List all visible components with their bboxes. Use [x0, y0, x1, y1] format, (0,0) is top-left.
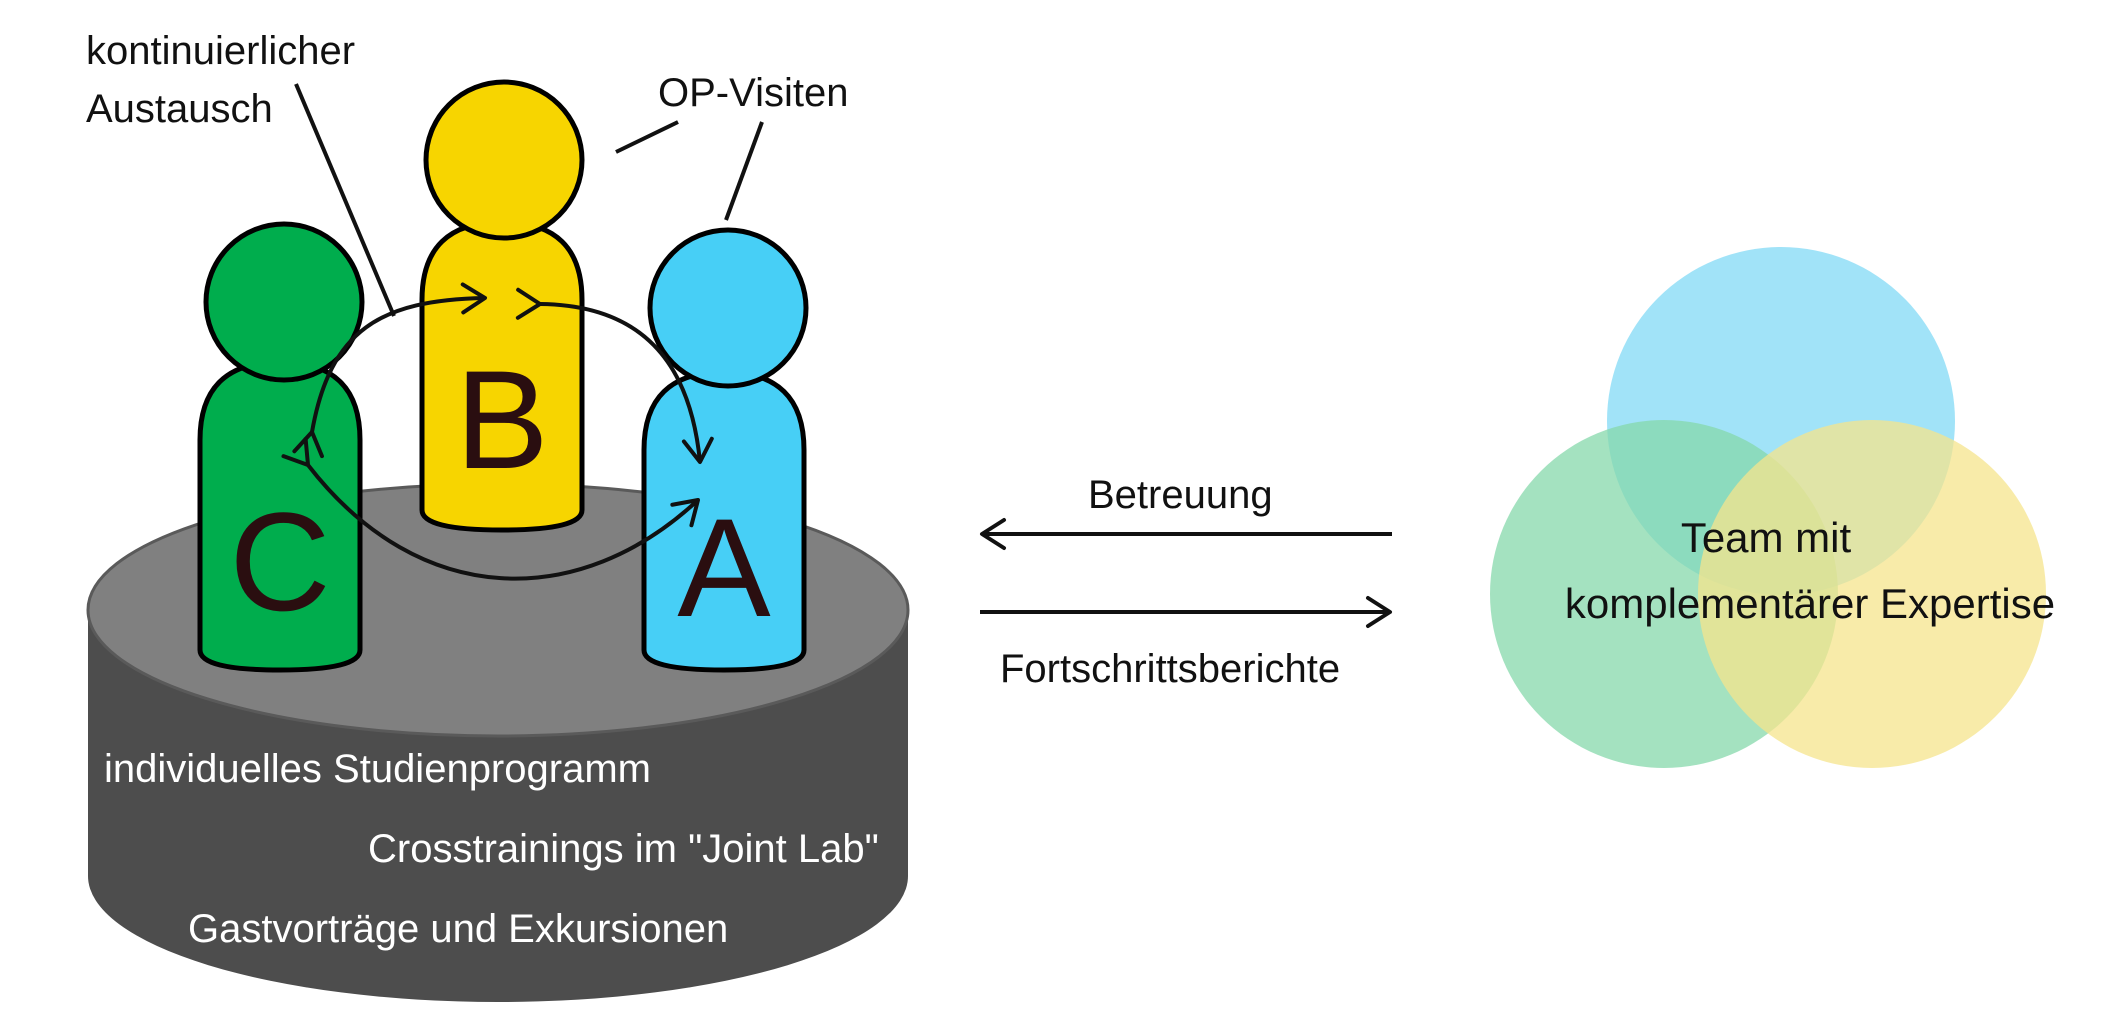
figure-c-letter: C [229, 483, 330, 640]
venn-label-line2: komplementärer Expertise [1565, 580, 2055, 627]
leader-op-visits-a [724, 121, 764, 221]
leader-op-visits-b [615, 120, 679, 154]
arrow-left-label: Betreuung [1088, 473, 1273, 517]
figure-b-letter: B [455, 341, 548, 498]
annotation-op-visits: OP-Visiten [658, 71, 848, 115]
platform-line-1: individuelles Studienprogramm [104, 747, 651, 791]
middle-arrows [980, 518, 1392, 628]
annotation-exchange-line1: kontinuierlicher [86, 29, 355, 73]
exchange-arrows [281, 282, 714, 581]
figure-c: C [197, 221, 365, 673]
venn-circle-yellow [1698, 420, 2046, 768]
arrow-c-b [292, 282, 487, 459]
figure-a-head [647, 227, 809, 389]
leader-lines [294, 83, 764, 317]
arrow-b-a [515, 287, 714, 464]
figure-a: A [641, 227, 809, 673]
venn-label-line1: Team mit [1681, 514, 1852, 561]
leader-exchange [294, 83, 396, 317]
figure-b-head [423, 79, 585, 241]
annotation-exchange-line2: Austausch [86, 87, 273, 131]
figure-a-letter: A [677, 489, 771, 646]
arrow-right-label: Fortschrittsberichte [1000, 647, 1340, 691]
arrow-c-a [281, 437, 700, 581]
venn-diagram [1490, 247, 2046, 768]
platform-line-2: Crosstrainings im "Joint Lab" [368, 827, 879, 871]
platform-line-3: Gastvorträge und Exkursionen [188, 907, 728, 951]
